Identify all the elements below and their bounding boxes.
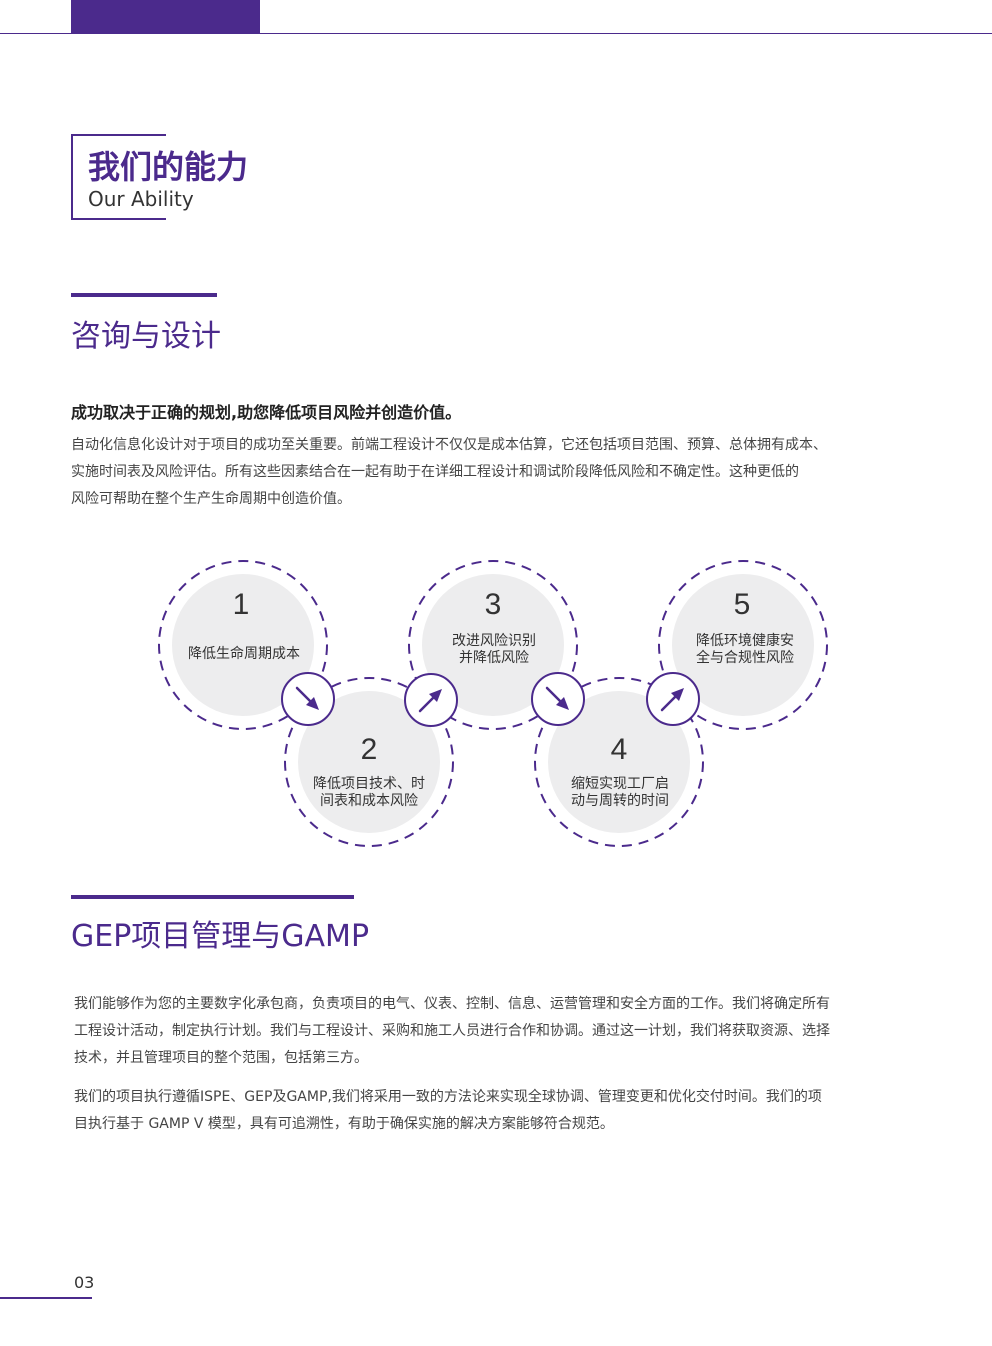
step-label: 改进风险识别 [452,633,536,649]
step-circle-3: 3 改进风险识别 并降低风险 [408,560,578,730]
paragraph-line: 风险可帮助在整个生产生命周期中创造价值。 [71,491,351,507]
step-disc [172,574,314,716]
paragraph-line: 我们的项目执行遵循ISPE、GEP及GAMP,我们将采用一致的方法论来实现全球协… [74,1089,822,1105]
section-lead: 成功取决于正确的规划,助您降低项目风险并创造价值。 [71,403,462,422]
step-circle-5: 5 降低环境健康安 全与合规性风险 [658,560,828,730]
step-label: 动与周转的时间 [571,793,669,809]
step-circle-2: 2 降低项目技术、时 间表和成本风险 [284,677,454,847]
steps-diagram: 1 降低生命周期成本 3 改进风险识别 并降低风险 5 降低环境健康安 全与合规… [158,560,828,847]
step-circle-1: 1 降低生命周期成本 [158,560,328,730]
section2-paragraph-2: 我们的项目执行遵循ISPE、GEP及GAMP,我们将采用一致的方法论来实现全球协… [74,1084,822,1138]
step-disc [672,574,814,716]
step-ring [534,677,704,847]
page-title: 我们的能力 [88,147,253,187]
step-number: 4 [611,733,628,766]
paragraph-line: 工程设计活动，制定执行计划。我们与工程设计、采购和施工人员进行合作和协调。通过这… [74,1023,830,1039]
paragraph-line: 实施时间表及风险评估。所有这些因素结合在一起有助于在详细工程设计和调试阶段降低风… [71,464,799,480]
arrow-up-right-icon [646,672,700,726]
section-bar-2 [71,895,354,899]
header-tab [71,0,260,34]
arrow-down-right-icon [531,672,585,726]
step-label: 降低项目技术、时 [313,776,425,792]
paragraph-line: 自动化信息化设计对于项目的成功至关重要。前端工程设计不仅仅是成本估算，它还包括项… [71,437,827,453]
step-ring [284,677,454,847]
step-label: 降低生命周期成本 [188,645,300,662]
step-label: 缩短实现工厂启 [571,776,669,792]
step-number: 1 [233,588,250,621]
section-heading-1: 咨询与设计 [71,319,221,354]
step-number: 5 [734,588,751,621]
step-ring [408,560,578,730]
step-disc [298,691,440,833]
page-number: 03 [74,1273,95,1292]
arrow-up-right-icon [404,673,458,727]
step-label: 间表和成本风险 [320,793,418,809]
section1-paragraph: 自动化信息化设计对于项目的成功至关重要。前端工程设计不仅仅是成本估算，它还包括项… [71,432,827,513]
header-rule [0,33,992,34]
page-number-rule [0,1297,92,1299]
arrow-down-right-icon [281,672,335,726]
step-number: 2 [361,733,378,766]
step-ring [658,560,828,730]
section-heading-2: GEP项目管理与GAMP [71,919,370,954]
step-label: 并降低风险 [459,650,529,666]
step-label: 降低环境健康安 [696,632,794,649]
step-ring [158,560,328,730]
step-disc [548,691,690,833]
section2-paragraph-1: 我们能够作为您的主要数字化承包商，负责项目的电气、仪表、控制、信息、运营管理和安… [74,991,830,1072]
step-disc [422,574,564,716]
section-bar-1 [71,293,217,297]
paragraph-line: 我们能够作为您的主要数字化承包商，负责项目的电气、仪表、控制、信息、运营管理和安… [74,996,830,1012]
paragraph-line: 技术，并且管理项目的整个范围，包括第三方。 [74,1050,368,1066]
paragraph-line: 目执行基于 GAMP V 模型，具有可追溯性，有助于确保实施的解决方案能够符合规… [74,1116,614,1132]
page-subtitle: Our Ability [88,186,198,212]
step-circle-4: 4 缩短实现工厂启 动与周转的时间 [534,677,704,847]
step-number: 3 [485,588,502,621]
step-label: 全与合规性风险 [696,649,794,666]
title-frame [71,134,166,220]
